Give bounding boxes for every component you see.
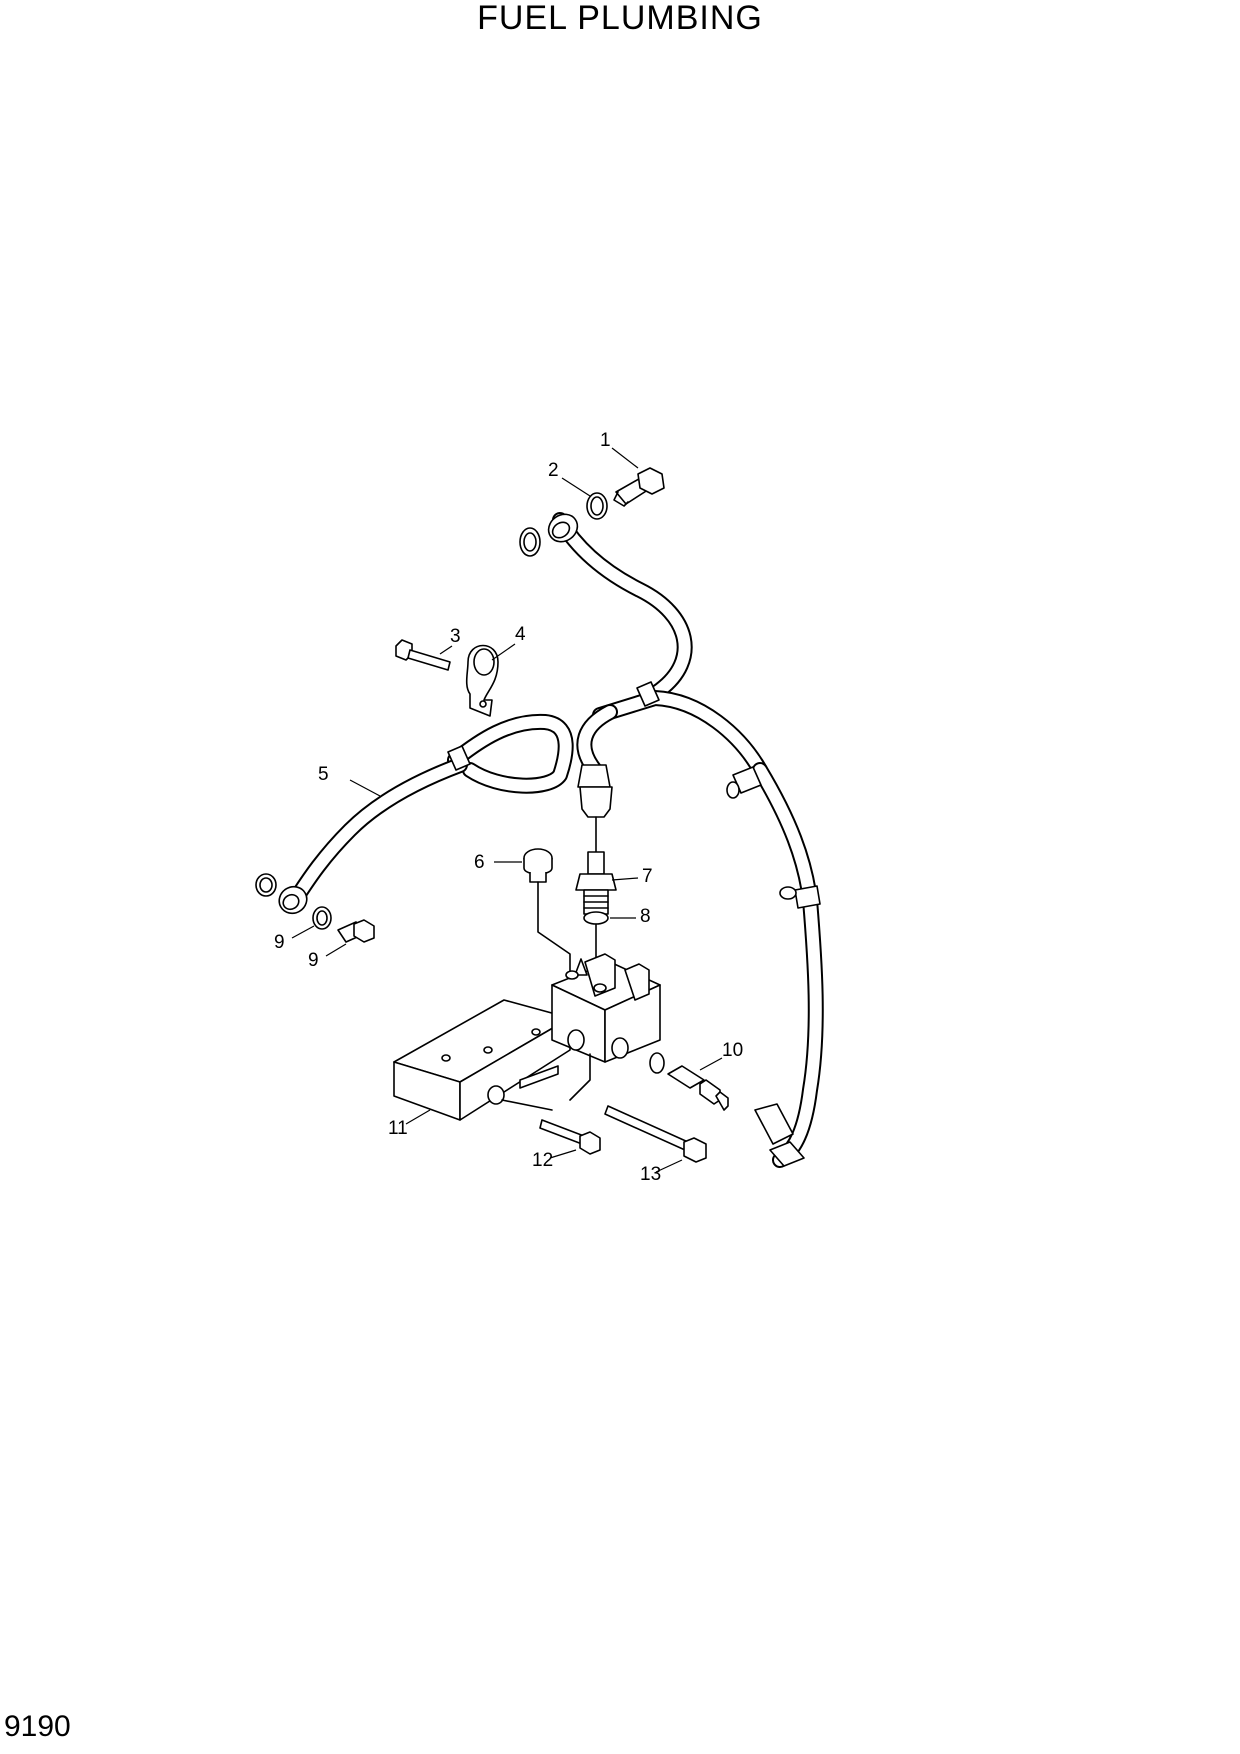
quick-connector — [754, 1103, 805, 1167]
fuel-filter-head — [393, 953, 661, 1121]
fuel-connector — [575, 851, 617, 915]
callout-9-left: 9 — [274, 925, 315, 953]
o-ring-side — [649, 1052, 665, 1074]
washer-left — [312, 906, 332, 930]
callout-4: 13 — [640, 1159, 683, 1185]
svg-text:4: 4 — [515, 624, 526, 645]
callout-10: 4 — [491, 624, 526, 661]
svg-text:8: 8 — [640, 906, 651, 927]
callout-8: 1 — [600, 430, 639, 469]
pipe-clips — [447, 681, 821, 909]
washer-top — [586, 492, 608, 520]
svg-text:5: 5 — [318, 764, 329, 785]
svg-text:9: 9 — [308, 950, 319, 971]
svg-text:9: 9 — [274, 932, 285, 953]
diagram-title: FUEL PLUMBING — [477, 0, 763, 37]
banjo-bolt-left — [337, 919, 375, 943]
callout-2: 3 — [439, 626, 461, 655]
callout-5: 9 — [308, 943, 347, 971]
callout-1: 6 — [474, 852, 522, 873]
callout-7: 7 — [611, 866, 653, 887]
plug — [523, 848, 571, 985]
svg-text:1: 1 — [600, 430, 611, 451]
callout-6: 11 — [388, 1109, 431, 1139]
page-number: 9190 — [4, 1710, 71, 1743]
svg-text:11: 11 — [388, 1118, 408, 1139]
callout-3: 12 — [532, 1149, 577, 1171]
callout-13: 10 — [699, 1040, 743, 1071]
banjo-bolt-top — [613, 467, 665, 507]
pipe-clamp — [465, 644, 499, 717]
callout-12: 8 — [610, 906, 651, 927]
pipe-fitting-connector — [577, 764, 613, 854]
svg-text:2: 2 — [548, 460, 559, 481]
callout-9-top: 2 — [548, 460, 591, 497]
banjo-eye-top — [519, 513, 579, 557]
fuel-pipe-assembly — [287, 512, 824, 1168]
callout-11: 5 — [318, 764, 381, 797]
svg-text:12: 12 — [532, 1150, 553, 1171]
svg-text:3: 3 — [450, 626, 461, 647]
hose-connector — [667, 1065, 729, 1111]
svg-text:7: 7 — [642, 866, 653, 887]
mounting-bolt-long — [604, 1105, 707, 1163]
clamp-bolt — [395, 639, 451, 671]
svg-text:10: 10 — [722, 1040, 743, 1061]
mounting-bolt-short — [539, 1119, 601, 1155]
banjo-eye-left — [255, 873, 308, 915]
svg-text:6: 6 — [474, 852, 485, 873]
svg-text:13: 13 — [640, 1164, 661, 1185]
